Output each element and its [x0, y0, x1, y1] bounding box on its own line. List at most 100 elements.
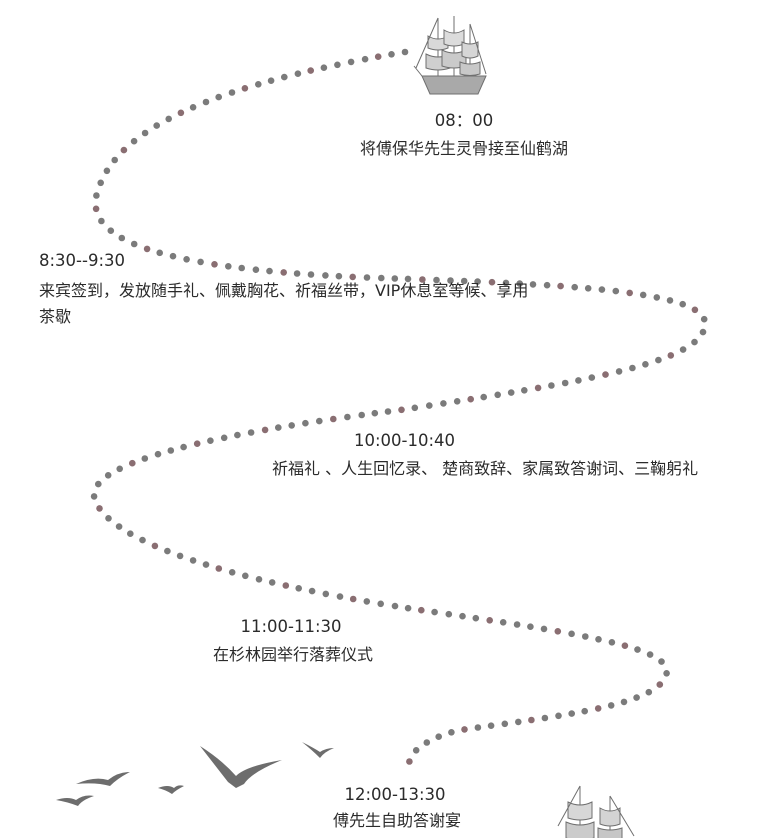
- path-dot: [460, 277, 468, 285]
- event-5-time: 12:00-13:30: [344, 785, 446, 804]
- path-dot: [307, 271, 315, 278]
- path-dot: [266, 267, 273, 275]
- path-dot: [95, 480, 102, 488]
- path-dot: [247, 429, 255, 436]
- path-dot: [282, 582, 290, 589]
- path-dot: [176, 552, 184, 560]
- path-dot: [615, 368, 623, 375]
- path-dot: [608, 639, 616, 646]
- path-dot: [453, 398, 461, 405]
- path-dot: [349, 595, 357, 603]
- path-dot: [143, 245, 151, 253]
- path-dot: [507, 389, 515, 396]
- path-dot: [377, 600, 385, 608]
- path-dot: [448, 729, 455, 736]
- path-dot: [548, 382, 555, 389]
- path-dot: [639, 291, 647, 299]
- path-dot: [607, 702, 615, 709]
- path-dot: [679, 346, 687, 353]
- path-dot: [336, 593, 344, 600]
- path-dot: [543, 281, 551, 289]
- path-dot: [111, 156, 118, 164]
- path-dot: [254, 81, 262, 88]
- path-dot: [435, 733, 443, 740]
- path-dot: [202, 98, 210, 106]
- path-dot: [419, 276, 426, 283]
- path-dot: [480, 393, 488, 401]
- path-dot: [118, 234, 126, 242]
- path-dot: [116, 465, 123, 473]
- path-dot: [156, 249, 163, 257]
- path-dot: [307, 67, 315, 74]
- path-dot: [107, 227, 115, 234]
- path-dot: [612, 287, 620, 295]
- path-dot: [642, 361, 649, 368]
- path-dot: [268, 579, 276, 586]
- path-dot: [384, 408, 392, 415]
- event-3-time: 10:00-10:40: [354, 431, 456, 450]
- path-dot: [139, 536, 146, 544]
- path-dot: [98, 217, 105, 225]
- path-dot: [502, 279, 510, 287]
- path-dot: [529, 281, 537, 288]
- path-dot: [220, 434, 228, 442]
- event-1-time: 08：00: [434, 111, 494, 130]
- path-dot: [322, 590, 330, 598]
- path-dot: [97, 179, 104, 187]
- path-dot: [679, 300, 686, 308]
- path-dot: [130, 137, 138, 145]
- path-dot: [541, 714, 549, 722]
- event-1-desc: 将傅保华先生灵骨接至仙鹤湖: [359, 139, 568, 158]
- path-dot: [288, 422, 296, 429]
- path-dot: [418, 606, 425, 614]
- path-dot: [655, 356, 662, 364]
- path-dot: [575, 377, 582, 384]
- path-dot: [193, 440, 201, 448]
- path-dot: [316, 417, 323, 425]
- path-dot: [516, 280, 523, 287]
- path-dot: [426, 402, 433, 409]
- path-dot: [412, 747, 420, 754]
- path-dot: [349, 273, 357, 281]
- path-dot: [207, 437, 214, 445]
- path-dot: [280, 269, 288, 276]
- path-dot: [164, 547, 171, 555]
- path-dot: [378, 274, 385, 282]
- path-dot: [141, 129, 149, 137]
- path-dot: [467, 395, 475, 403]
- path-dot: [302, 419, 309, 427]
- path-dot: [335, 272, 343, 280]
- path-dot: [153, 122, 160, 129]
- path-dot: [167, 447, 175, 454]
- event-3-desc: 祈福礼 、人生回忆录、 楚商致辞、家属致答谢词、三鞠躬礼: [272, 459, 699, 478]
- path-dot: [322, 272, 329, 279]
- path-dot: [658, 658, 665, 665]
- path-dot: [620, 698, 628, 706]
- path-dot: [238, 264, 245, 272]
- path-dot: [404, 275, 412, 283]
- path-dot: [228, 569, 236, 576]
- path-dot: [391, 275, 399, 282]
- path-dot: [571, 283, 578, 291]
- path-dot: [275, 424, 282, 431]
- path-dot: [461, 726, 468, 733]
- path-dot: [330, 415, 337, 423]
- sailing-ship-icon: [557, 785, 635, 838]
- path-dot: [521, 387, 528, 394]
- path-dot: [347, 58, 355, 66]
- path-dot: [667, 352, 675, 359]
- path-dot: [666, 297, 674, 304]
- path-dot: [527, 623, 534, 630]
- event-4-desc: 在杉林园举行落葬仪式: [212, 645, 373, 664]
- path-dot: [691, 338, 698, 346]
- path-dot: [90, 493, 98, 500]
- event-2-time: 8:30--9:30: [39, 251, 126, 270]
- path-dot: [189, 557, 197, 564]
- path-dot: [645, 688, 653, 696]
- path-dot: [92, 205, 100, 213]
- path-dot: [423, 739, 431, 746]
- path-dot: [513, 621, 521, 628]
- path-dot: [629, 364, 636, 372]
